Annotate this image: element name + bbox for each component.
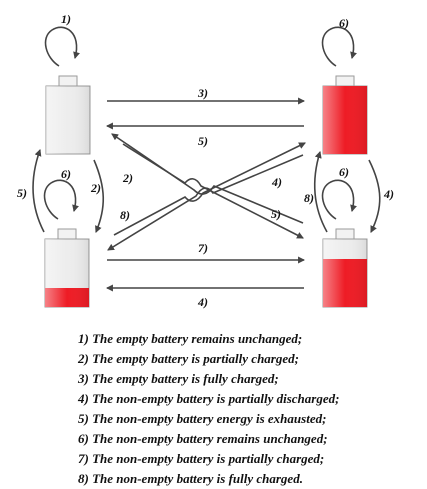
legend-item-5: 5) The non-empty battery energy is exhau…	[78, 411, 327, 426]
self-loop-top-left	[44, 26, 80, 67]
legend-item-8: 8) The non-empty battery is fully charge…	[78, 471, 303, 486]
label-6-top-right: 6)	[339, 16, 349, 30]
label-8-cross: 8)	[120, 208, 130, 222]
legend: 1) The empty battery remains unchanged; …	[78, 329, 423, 489]
label-5-cross: 5)	[271, 207, 281, 221]
label-4-bottom: 4)	[197, 295, 208, 309]
label-7: 7)	[198, 241, 208, 255]
battery-top-left	[45, 75, 91, 155]
label-5-top: 5)	[198, 134, 208, 148]
self-loop-bottom-left	[43, 179, 79, 220]
arrow-4-cross	[107, 154, 304, 251]
legend-item-3: 3) The empty battery is fully charged;	[78, 371, 279, 386]
label-6-bottom-left: 6)	[61, 167, 71, 181]
label-5-left: 5)	[17, 186, 27, 200]
label-3: 3)	[197, 86, 208, 100]
battery-bottom-left	[44, 228, 90, 308]
legend-item-1: 1) The empty battery remains unchanged;	[78, 331, 303, 346]
label-4-cross: 4)	[271, 175, 282, 189]
battery-state-diagram: 1) 6) 6) 6) 3) 5) 5) 2) 2) 8) 4) 5) 8) 4…	[17, 12, 394, 309]
label-1: 1)	[61, 12, 71, 26]
arrow-2-left	[93, 159, 105, 233]
battery-bottom-right	[322, 228, 368, 308]
arrow-4-right	[368, 159, 381, 233]
battery-top-right	[322, 75, 368, 155]
arrow-5-left	[32, 149, 45, 233]
self-loop-top-right	[321, 26, 357, 67]
legend-item-7: 7) The non-empty battery is partially ch…	[78, 451, 325, 466]
arrow-5-cross	[111, 133, 304, 224]
arrow-8-cross	[113, 142, 306, 236]
label-2-left: 2)	[90, 181, 101, 195]
label-2-cross: 2)	[122, 171, 133, 185]
legend-item-4: 4) The non-empty battery is partially di…	[78, 391, 340, 406]
legend-item-2: 2) The empty battery is partially charge…	[78, 351, 299, 366]
arrow-8-right	[313, 150, 328, 233]
label-8-right: 8)	[304, 191, 314, 205]
legend-item-6: 6) The non-empty battery remains unchang…	[78, 431, 328, 446]
label-4-right: 4)	[383, 187, 394, 201]
self-loop-bottom-right	[321, 179, 357, 220]
label-6-bottom-right: 6)	[339, 165, 349, 179]
